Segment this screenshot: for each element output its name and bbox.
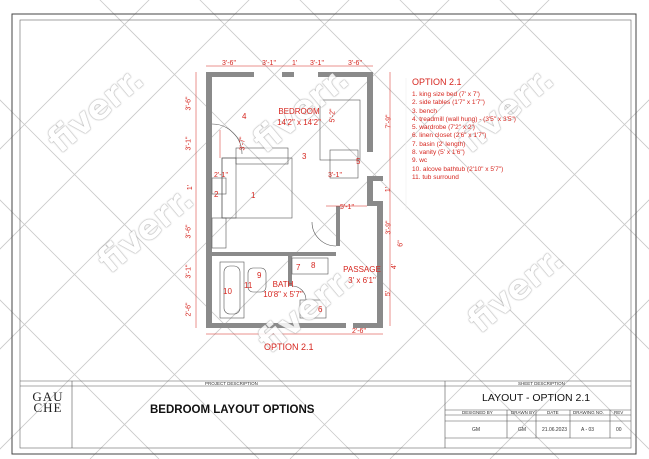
plan-walls: [206, 72, 383, 328]
dimension-label: 3'-9": [385, 220, 393, 235]
date-header: DATE: [547, 410, 559, 415]
drawn-by-header: DRAWN BY: [511, 410, 536, 415]
legend-item: 7. basin (2' length): [412, 140, 466, 148]
legend-item: 9. wc: [412, 157, 428, 165]
sheet-description-label: SHEET DESCRIPTION: [518, 381, 565, 386]
rev-header: REV: [614, 410, 624, 415]
furniture-number: 5: [356, 157, 361, 166]
room-name-bath: BATH: [272, 280, 294, 289]
dimension-label: 5'-2": [329, 108, 337, 123]
logo: GAUCHE: [32, 389, 64, 415]
dimension-label: 3'-6": [222, 60, 236, 67]
plan-caption: OPTION 2.1: [264, 342, 314, 352]
dimension-label: 3'-1": [310, 60, 324, 67]
dimension-label: 3'-1": [262, 60, 276, 67]
dimension-label: 2'-1": [214, 172, 228, 179]
designed-by-header: DESIGNED BY: [462, 410, 493, 415]
dimension-label: 1': [385, 186, 393, 193]
dimension-label: 4': [391, 263, 399, 270]
legend-item: 6. linen closet (2'6" x 1'7"): [412, 132, 487, 140]
furniture-number: 3: [302, 152, 307, 161]
legend-title: OPTION 2.1: [412, 77, 462, 87]
date-value: 21.06.2023: [542, 427, 568, 433]
dimension-label: 3'-1": [185, 136, 193, 151]
room-size-bedroom: 14'2" x 14'2": [277, 118, 321, 127]
dimension-lines: [195, 65, 391, 335]
furniture-number: 10: [223, 287, 232, 296]
room-name-passage: PASSAGE: [343, 265, 381, 274]
dimension-label: 3'-6": [348, 60, 362, 67]
dimension-label: 6": [397, 240, 405, 247]
legend-item: 8. vanity (5' x 1'6"): [412, 149, 465, 157]
dimension-label: 2'-6": [352, 328, 366, 335]
legend-item: 10. alcove bathtub (2'10" x 5'7"): [412, 165, 504, 173]
dimension-label: 1': [292, 60, 298, 67]
legend-item: 1. king size bed (7' x 7'): [412, 91, 480, 98]
room-name-bedroom: BEDROOM: [278, 107, 320, 116]
dimension-label: 1': [187, 184, 195, 191]
furniture-number: 1: [251, 191, 256, 200]
furniture-number: 8: [311, 261, 316, 270]
dimension-label: 7'-9": [385, 114, 393, 129]
legend-item: 2. side tables (1'7" x 1'7"): [412, 99, 485, 107]
rev-value: 00: [616, 427, 622, 433]
title-block-lines: [20, 380, 631, 448]
legend-item: 4. treadmill (wall hung) - (3'5" x 3'5"): [412, 115, 516, 123]
legend-item: 5. wardrobe (7'2" x 2'): [412, 124, 475, 132]
project-description-label: PROJECT DESCRIPTION: [205, 381, 258, 386]
dimension-label: 3'-6": [185, 224, 193, 239]
drawing-no-value: A - 03: [581, 427, 595, 433]
drawn-by-value: GM: [518, 427, 527, 433]
dimension-label: 2'-6": [185, 302, 193, 317]
legend-item: 3. bench: [412, 107, 437, 115]
furniture-number: 7: [296, 263, 301, 272]
dimension-label: 3'-1": [328, 172, 342, 179]
room-size-bath: 10'8" x 5'7": [263, 290, 303, 299]
furniture-number: 2: [214, 190, 219, 199]
dimension-label: 5'-1": [340, 204, 354, 211]
project-title: BEDROOM LAYOUT OPTIONS: [150, 404, 315, 416]
designed-by-value: GM: [472, 427, 481, 433]
room-size-passage: 3' x 6'1": [348, 276, 376, 285]
dimension-label: 3'-1": [185, 264, 193, 279]
legend-list: 1. king size bed (7' x 7') 2. side table…: [412, 91, 516, 183]
dimension-label: 3'-6": [185, 96, 193, 111]
furniture-number: 4: [242, 112, 247, 121]
legend-item: 11. tub surround: [412, 173, 459, 181]
furniture-number: 6: [318, 305, 323, 314]
furniture-number: 11: [244, 281, 253, 290]
plan-furniture: [211, 99, 361, 319]
drawing-no-header: DRAWING NO.: [573, 410, 604, 415]
furniture-number: 9: [257, 271, 262, 280]
dimension-label: 3'-7": [239, 136, 247, 151]
dimension-label: 5': [385, 290, 393, 297]
sheet-title: LAYOUT - OPTION 2.1: [482, 392, 591, 404]
